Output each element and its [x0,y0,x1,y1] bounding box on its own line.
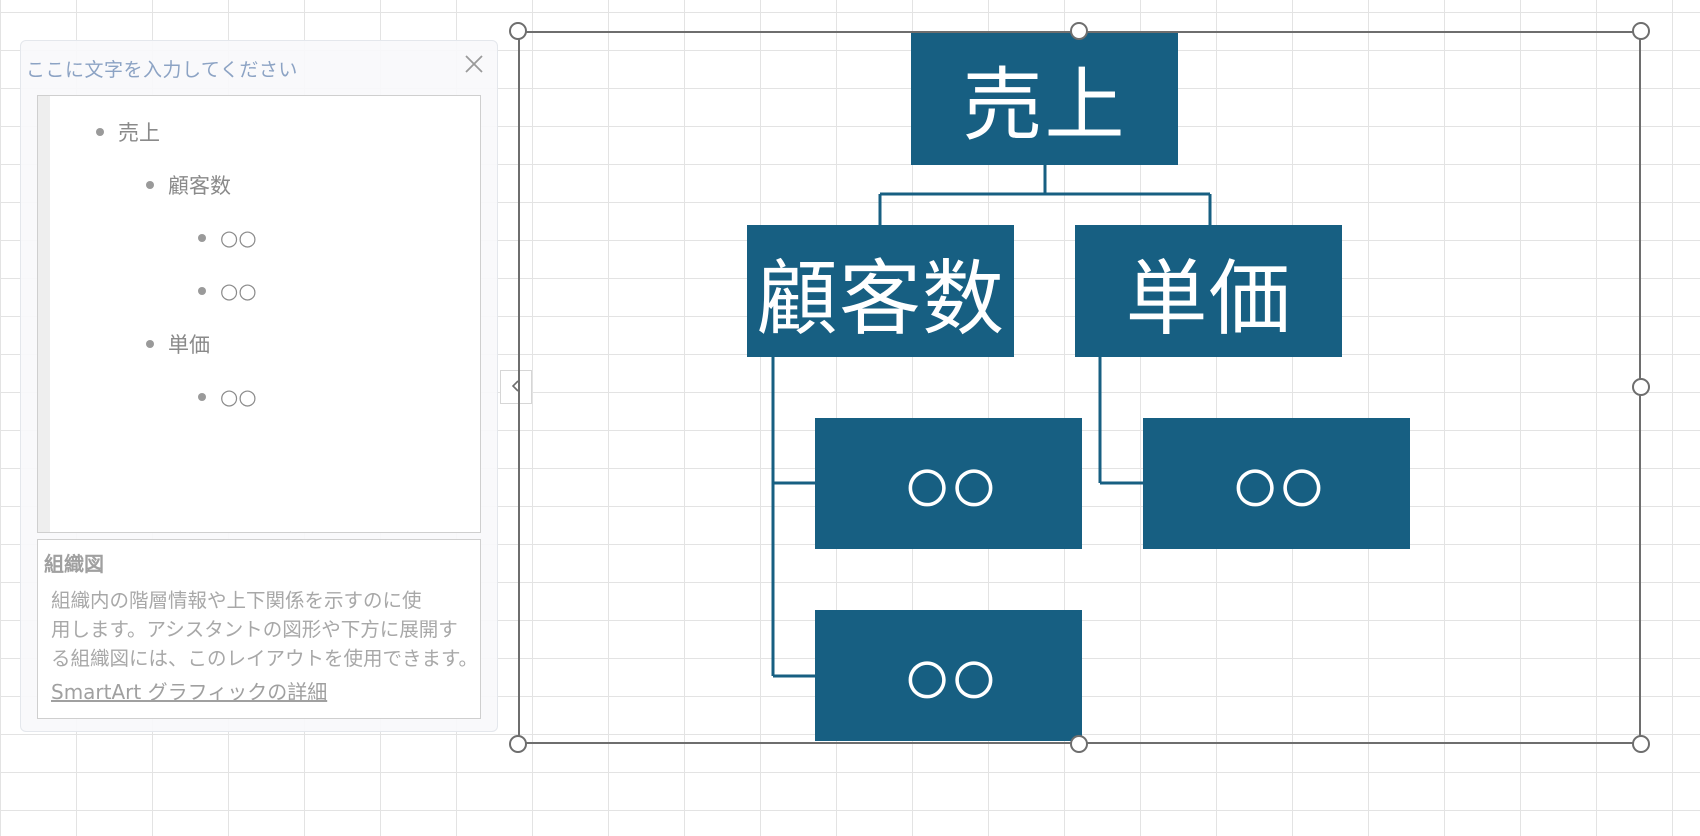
description-line-1: 組織内の階層情報や上下関係を示すのに使 [51,589,422,612]
node-kokyakusu[interactable]: 顧客数 [747,225,1014,357]
resize-handle-right[interactable] [1632,378,1650,396]
resize-handle-top-right[interactable] [1632,22,1650,40]
node-label: ○○ [901,626,1000,725]
bullet-item-text: ○○ [220,226,257,250]
resize-handle-bottom[interactable] [1070,735,1088,753]
bullet-item-text: 顧客数 [168,174,231,198]
bullet-text-area[interactable]: 売上 顧客数 ○○ ○○ 単価 ○○ [37,95,481,533]
description-line-3: る組織図には、このレイアウトを使用できます。 [51,647,479,670]
close-icon [464,54,484,78]
chevron-left-icon [510,378,522,397]
node-kokyakusu-sub-1[interactable]: ○○ [815,418,1082,549]
node-tanka[interactable]: 単価 [1075,225,1342,357]
resize-handle-bottom-right[interactable] [1632,735,1650,753]
collapse-pane-button[interactable] [500,370,532,404]
bullet-item-text: 売上 [118,121,160,145]
resize-handle-top[interactable] [1070,22,1088,40]
bullet-dot-icon [146,340,154,348]
bullet-item-text: ○○ [220,279,257,303]
smartart-details-link[interactable]: SmartArt グラフィックの詳細 [51,680,328,704]
bullet-dot-icon [198,234,206,242]
node-label: ○○ [1229,434,1328,533]
resize-handle-top-left[interactable] [509,22,527,40]
bullet-dot-icon [146,181,154,189]
bullet-dot-icon [96,128,104,136]
bullet-item-text: ○○ [220,385,257,409]
node-label: ○○ [901,434,1000,533]
node-root-uriage[interactable]: 売上 [911,33,1178,165]
bullet-item-uriage[interactable]: 売上 [96,118,160,146]
node-tanka-sub-1[interactable]: ○○ [1143,418,1410,549]
layout-description: 組織図 組織内の階層情報や上下関係を示すのに使 用します。アシスタントの図形や下… [37,539,481,719]
bullet-item-kokyakusu[interactable]: 顧客数 [146,171,231,199]
bullet-dot-icon [198,393,206,401]
text-area-gutter [38,96,50,532]
layout-name: 組織図 [44,552,104,576]
bullet-item-sub-1[interactable]: ○○ [198,224,257,252]
text-pane-title: ここに文字を入力してください [26,59,298,81]
bullet-dot-icon [198,287,206,295]
description-line-2: 用します。アシスタントの図形や下方に展開す [51,618,458,641]
resize-handle-bottom-left[interactable] [509,735,527,753]
bullet-item-tanka[interactable]: 単価 [146,330,210,358]
bullet-item-sub-3[interactable]: ○○ [198,383,257,411]
bullet-item-sub-2[interactable]: ○○ [198,277,257,305]
node-label: 売上 [962,59,1127,152]
smartart-text-pane: ここに文字を入力してください 売上 顧客数 ○○ ○○ 単価 [20,40,498,732]
node-kokyakusu-sub-2[interactable]: ○○ [815,610,1082,741]
node-label: 単価 [1125,251,1292,347]
bullet-item-text: 単価 [168,333,210,357]
close-pane-button[interactable] [459,51,489,81]
node-label: 顧客数 [755,251,1005,347]
